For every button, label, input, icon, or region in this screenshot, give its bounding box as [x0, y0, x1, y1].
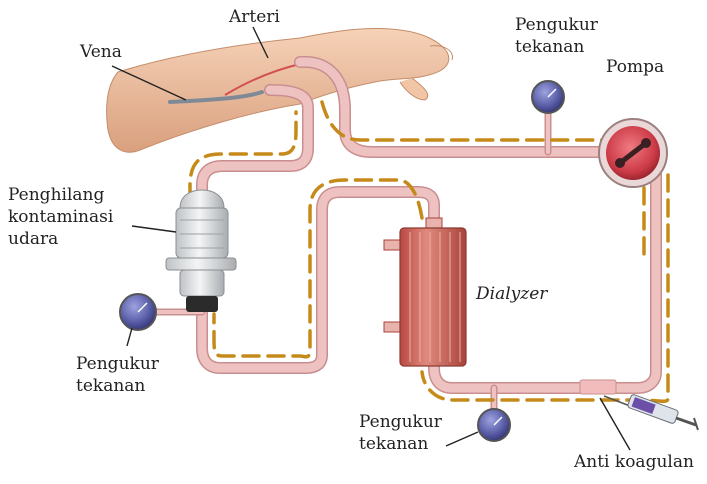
air-trap-icon — [166, 190, 236, 312]
label-vena: Vena — [80, 42, 122, 62]
dialyzer-icon — [384, 218, 466, 366]
label-pengukur-bottom-2: tekanan — [359, 434, 428, 454]
label-pengukur-top-2: tekanan — [515, 37, 584, 57]
anticoagulant-port — [580, 380, 616, 394]
label-pompa: Pompa — [606, 57, 664, 77]
label-anti-koagulan: Anti koagulan — [574, 452, 694, 472]
label-penghilang-1: Penghilang — [8, 185, 104, 205]
gauge-icon-bottom — [478, 409, 510, 441]
label-pengukur-left-2: tekanan — [76, 376, 145, 396]
gauge-icon-left — [120, 294, 156, 330]
label-dialyzer: Dialyzer — [476, 284, 547, 304]
label-pengukur-left-1: Pengukur — [76, 354, 159, 374]
label-arteri: Arteri — [229, 7, 280, 27]
pump-icon — [599, 119, 667, 187]
label-penghilang-3: udara — [8, 229, 58, 249]
label-penghilang-2: kontaminasi — [8, 207, 113, 227]
label-pengukur-bottom-1: Pengukur — [359, 412, 442, 432]
label-pengukur-top-1: Pengukur — [515, 15, 598, 35]
gauge-icon-top — [532, 81, 564, 113]
